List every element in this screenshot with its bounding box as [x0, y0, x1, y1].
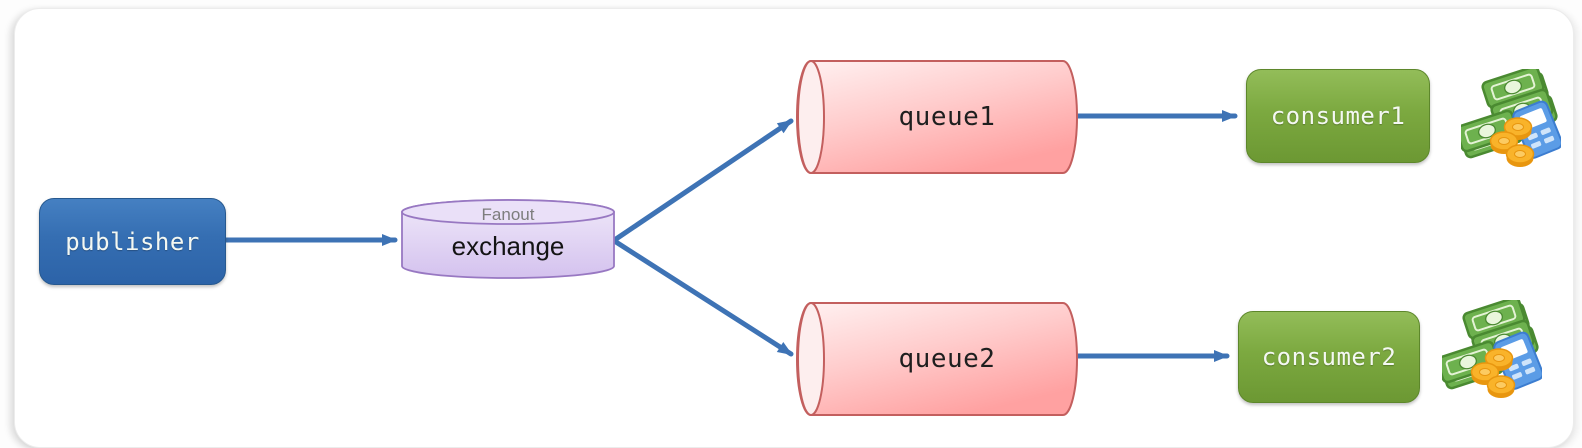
publisher-label: publisher [65, 227, 200, 256]
node-publisher[interactable]: publisher [39, 198, 226, 285]
node-consumer1[interactable]: consumer1 [1246, 69, 1430, 163]
queue-cylinder-shape [796, 60, 1078, 174]
exchange-label: exchange [451, 231, 565, 261]
consumer2-label: consumer2 [1261, 343, 1397, 371]
exchange-cylinder-shape [401, 199, 615, 279]
queue-cylinder-shape [796, 302, 1078, 416]
edge-exchange-queue1[interactable] [613, 118, 794, 242]
queue2-label: queue2 [898, 344, 996, 374]
money-cash-coins-icon [1461, 69, 1561, 169]
diagram-canvas: publisher Fanout exchange queue1 queue2 … [14, 8, 1574, 448]
money-cash-coins-icon [1442, 300, 1542, 400]
consumer1-label: consumer1 [1270, 102, 1406, 130]
node-exchange[interactable]: Fanout exchange [401, 199, 615, 279]
node-consumer2[interactable]: consumer2 [1238, 311, 1420, 403]
exchange-type-badge: Fanout [481, 205, 535, 224]
node-queue2[interactable]: queue2 [796, 301, 1078, 417]
queue1-label: queue1 [898, 102, 996, 132]
edge-exchange-queue2[interactable] [613, 239, 794, 357]
node-queue1[interactable]: queue1 [796, 59, 1078, 175]
